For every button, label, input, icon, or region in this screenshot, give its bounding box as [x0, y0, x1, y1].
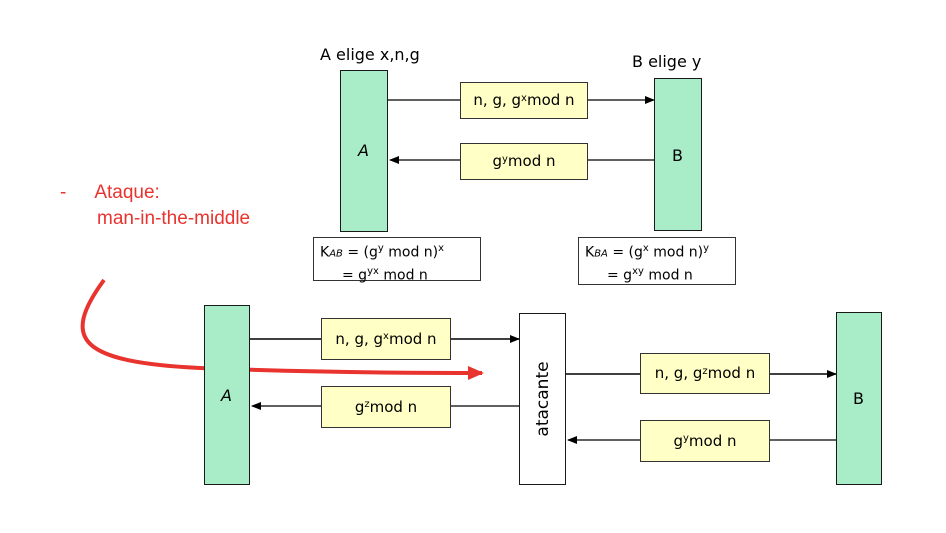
message-text: g: [673, 431, 683, 450]
message-exponent: y: [683, 433, 689, 444]
attack-note-line-1: - Ataque:: [60, 180, 250, 206]
party-b-label: B: [853, 389, 864, 408]
message-exponent: y: [502, 153, 508, 165]
key-text: mod n): [383, 244, 439, 261]
key-subscript: AB: [329, 248, 343, 260]
key-subscript: BA: [594, 248, 608, 260]
key-b-line-2: = gxy mod n: [585, 263, 729, 285]
message-tail: mod n: [369, 397, 418, 416]
message-tail: mod n: [507, 152, 556, 170]
message-exponent: x: [383, 331, 389, 342]
party-b-bottom: B: [836, 312, 882, 485]
message-tail: mod n: [388, 329, 437, 348]
attack-arrow: [80, 278, 484, 380]
key-text: = (g: [607, 244, 643, 261]
party-b-top: B: [654, 78, 702, 231]
party-a-top: A: [340, 70, 388, 232]
key-text: = g: [607, 267, 633, 284]
attacker-label: atacante: [532, 361, 553, 437]
key-text: mod n: [378, 267, 428, 284]
attack-note-line-2: man-in-the-middle: [97, 208, 251, 229]
party-b-label: B: [672, 146, 683, 165]
key-a-line-1: KAB = (gy mod n)x: [320, 240, 474, 263]
message-text: n, g, g: [654, 364, 703, 382]
attacker-box: atacante: [519, 313, 566, 485]
party-a-label: A: [221, 386, 232, 405]
key-text: = (g: [342, 244, 378, 261]
key-exponent: x: [642, 243, 649, 254]
key-exponent: y: [377, 243, 384, 254]
message-text: g: [492, 152, 502, 170]
message-tail: mod n: [688, 431, 737, 450]
a-heading: A elige x,n,g: [320, 45, 420, 64]
key-a-line-2: = gyx mod n: [320, 263, 474, 285]
message-text: n, g, g: [473, 91, 522, 109]
note-bullet: -: [60, 182, 67, 203]
message-exponent: z: [702, 365, 708, 377]
key-box-b: KBA = (gx mod n)y = gxy mod n: [578, 237, 736, 285]
key-symbol: K: [320, 244, 330, 261]
key-exponent: yx: [367, 265, 379, 277]
key-text: mod n: [643, 267, 693, 284]
key-exponent: y: [703, 243, 710, 254]
message-text: n, g, g: [335, 329, 384, 348]
key-exponent: xy: [632, 265, 644, 277]
attack-note: - Ataque: man-in-the-middle: [60, 180, 250, 232]
key-text: = g: [342, 267, 368, 284]
key-text: mod n): [648, 244, 704, 261]
party-a-label: A: [358, 141, 369, 160]
message-exponent: z: [364, 399, 370, 410]
message-exponent: x: [521, 92, 527, 104]
message-tail: mod n: [526, 91, 575, 109]
key-b-line-1: KBA = (gx mod n)y: [585, 240, 729, 263]
key-exponent: x: [438, 243, 445, 254]
note-title: Ataque:: [94, 182, 160, 203]
key-box-a: KAB = (gy mod n)x = gyx mod n: [313, 237, 481, 283]
key-symbol: K: [585, 244, 595, 261]
party-a-bottom: A: [204, 305, 250, 485]
message-tail: mod n: [707, 364, 756, 382]
b-heading: B elige y: [632, 52, 702, 71]
message-text: g: [354, 397, 365, 416]
